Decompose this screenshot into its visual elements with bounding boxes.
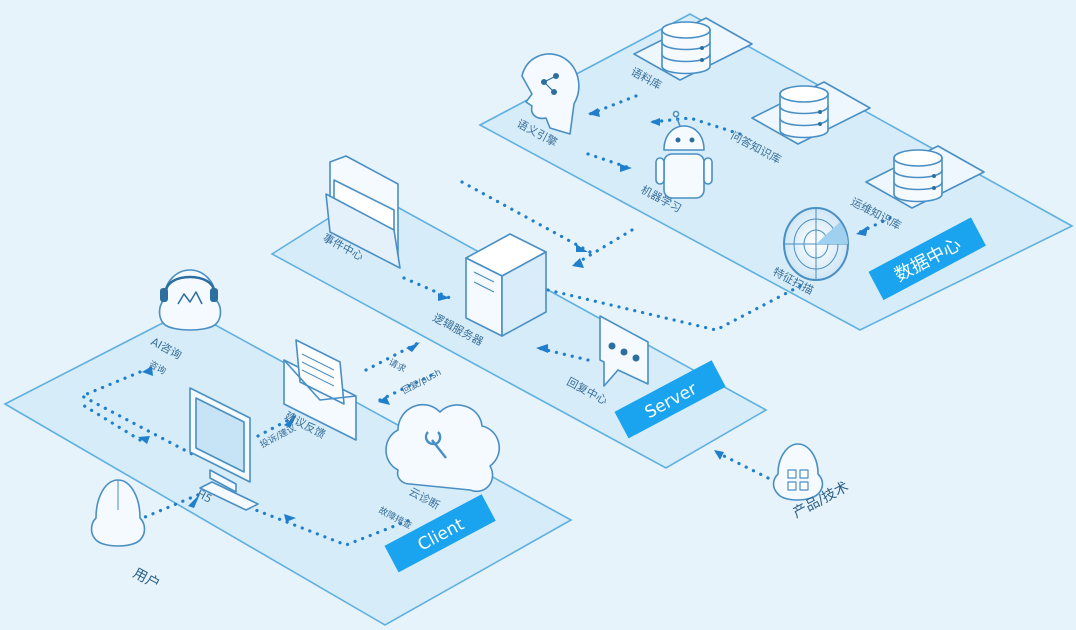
label-reply-push: 回复/push (400, 366, 443, 397)
flow-reply-logic (536, 346, 590, 362)
flow-event-logic (402, 276, 452, 300)
envelope-icon (283, 339, 357, 441)
flow-logic-datacenter (546, 284, 802, 332)
flow-qa-ml (650, 116, 742, 136)
flow-ml-logic (570, 228, 634, 268)
qa-knowledge-database-icon (751, 81, 871, 145)
flow-user-h5 (136, 492, 202, 522)
flow-semantic-logic (460, 180, 592, 254)
label-h5: H5 (195, 487, 215, 506)
product-tech-person-icon (772, 443, 824, 501)
flow-reply-push (378, 370, 440, 402)
chat-bubble-icon (599, 315, 649, 387)
flow-consult (78, 370, 194, 456)
label-user: 用户 (130, 565, 163, 593)
cloud-wrench-icon (385, 403, 501, 493)
ops-knowledge-database-icon (865, 145, 985, 209)
radar-scan-icon (783, 207, 849, 281)
flow-semantic-ml (586, 152, 632, 170)
user-icon (90, 479, 146, 547)
flow-complaint (256, 414, 298, 438)
folder-icon (325, 155, 401, 269)
brain-head-icon (521, 53, 580, 135)
flow-arrowheads (138, 108, 868, 522)
flow-product-tech (714, 450, 770, 480)
monitor-icon (189, 387, 259, 511)
server-tower-icon (465, 233, 547, 337)
corpus-database-icon (633, 17, 753, 81)
robot-icon (655, 110, 713, 199)
headset-icon (158, 269, 222, 331)
label-request: 请求 (387, 356, 409, 375)
